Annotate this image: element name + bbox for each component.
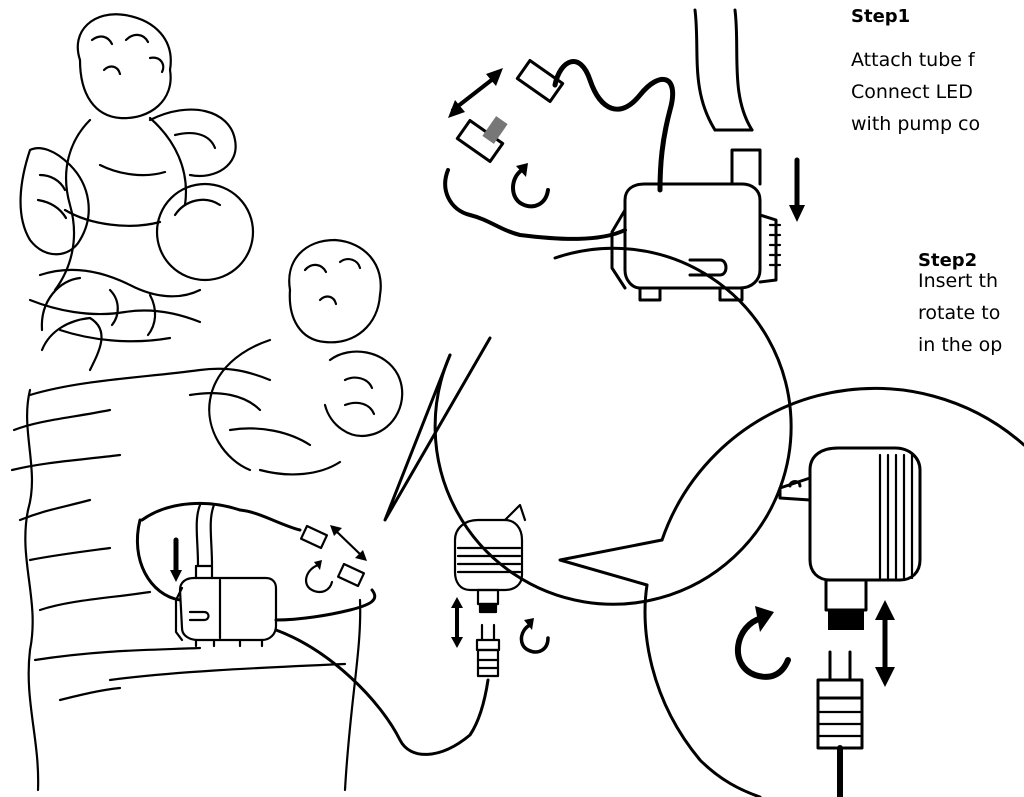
connector-plug-icon <box>299 524 366 588</box>
step1-text: Attach tube f Connect LED with pump co <box>851 44 980 140</box>
tube <box>195 503 216 567</box>
cherub-statue-icon <box>10 13 404 792</box>
rotate-arrow-icon <box>304 563 334 594</box>
power-adapter-icon <box>453 503 527 614</box>
connector-plug-icon <box>455 59 565 163</box>
adapter-callout <box>558 386 1024 797</box>
pump-icon <box>174 564 278 648</box>
double-arrow-icon <box>333 528 364 558</box>
step1-line: Attach tube f <box>851 49 975 71</box>
step2-title: Step2 <box>918 250 978 271</box>
step2-text: Insert th rotate to in the op <box>918 265 1002 361</box>
step2-line: Insert th <box>918 270 999 292</box>
step1-line: Connect LED <box>851 81 973 103</box>
step1-line: with pump co <box>851 113 981 135</box>
pump-callout <box>383 8 805 606</box>
step1-title: Step1 <box>851 6 911 27</box>
connector-plug-icon <box>475 623 501 678</box>
step2-line: rotate to <box>918 302 1001 324</box>
step2-line: in the op <box>918 334 1003 356</box>
